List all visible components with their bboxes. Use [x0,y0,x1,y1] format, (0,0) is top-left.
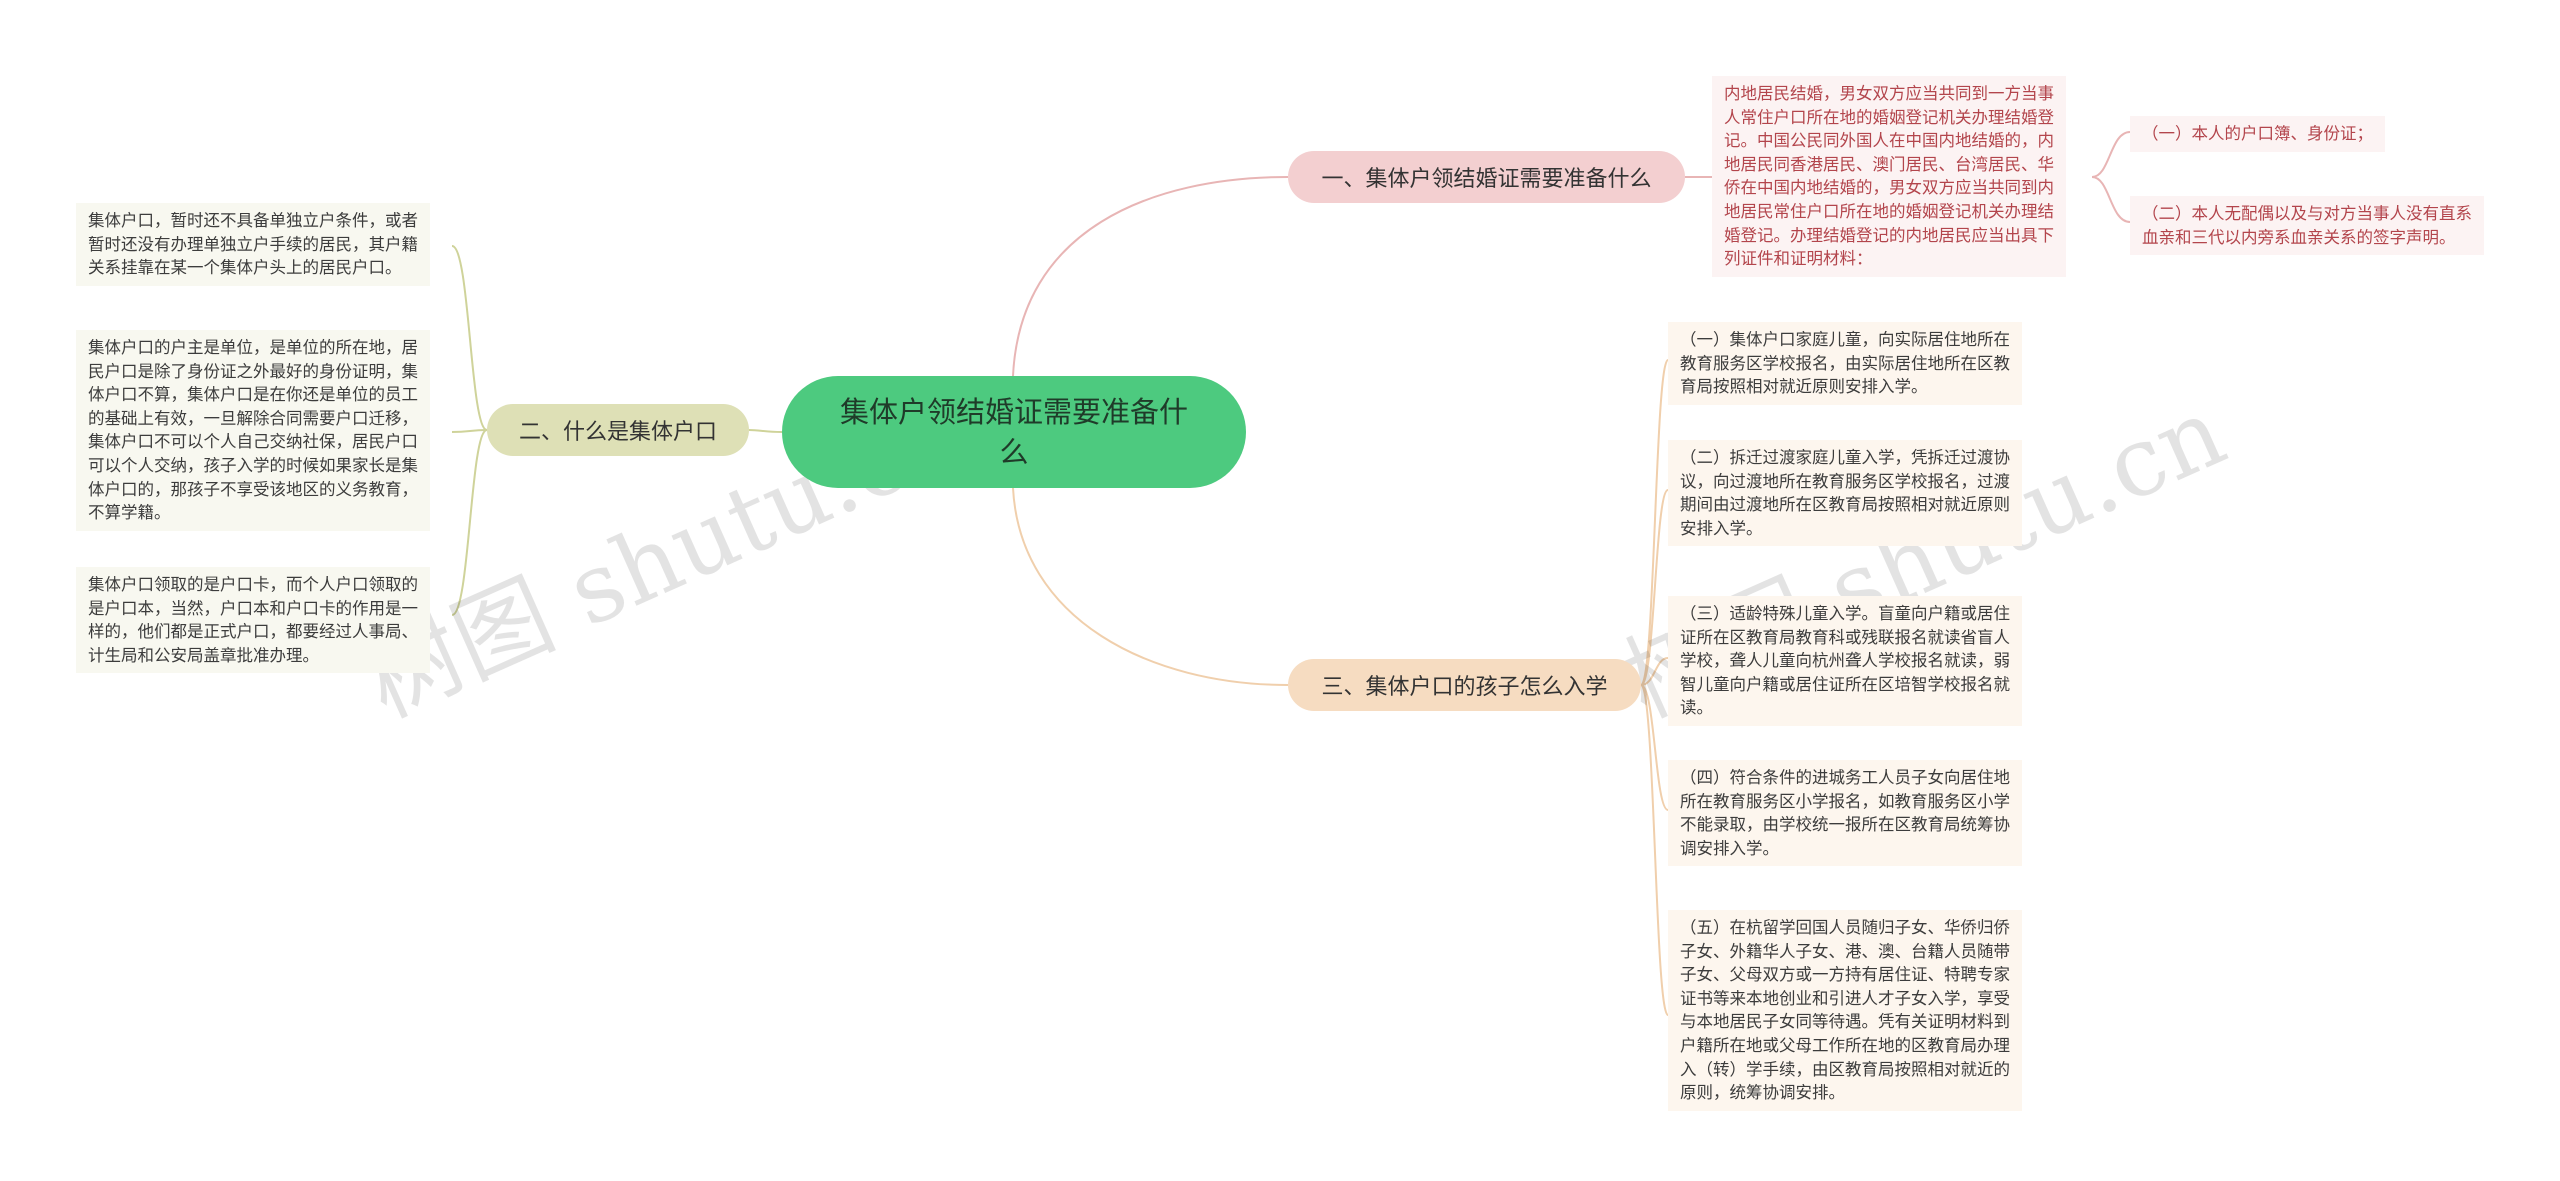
branch-node-2[interactable]: 二、什么是集体户口 [487,404,749,456]
leaf-line: 集体户口不可以个人自己交纳社保，居民户口 [88,432,418,452]
detail-line: 侨在中国内地结婚的，男女双方应当共同到内 [1724,178,2054,198]
leaf-line: 不算学籍。 [88,503,171,523]
branch2-leaf-2[interactable]: 集体户口的户主是单位，是单位的所在地，居 民户口是除了身份证之外最好的身份证明，… [76,330,430,531]
leaf-line: 户籍所在地或父母工作所在地的区教育局办理 [1680,1035,2010,1055]
detail-line: 地居民同香港居民、澳门居民、台湾居民、华 [1724,154,2054,174]
branch-node-3[interactable]: 三、集体户口的孩子怎么入学 [1288,659,1641,711]
leaf-line: （一）集体户口家庭儿童，向实际居住地所在 [1680,330,2010,349]
branch1-sub-1[interactable]: （一）本人的户口簿、身份证； [2130,116,2385,152]
leaf-line: 计生局和公安局盖章批准办理。 [88,645,319,665]
leaf-line: 智儿童向户籍或居住证所在区培智学校报名就 [1680,674,2010,694]
root-node[interactable]: 集体户领结婚证需要准备什么 [782,376,1246,488]
leaf-line: 安排入学。 [1680,518,1763,538]
leaf-line: 证书等来本地创业和引进人才子女入学，享受 [1680,988,2010,1008]
leaf-line: 集体户口，暂时还不具备单独立户条件，或者 [88,211,418,230]
branch1-detail[interactable]: 内地居民结婚，男女双方应当共同到一方当事 人常住户口所在地的婚姻登记机关办理结婚… [1712,76,2066,277]
detail-line: 内地居民结婚，男女双方应当共同到一方当事 [1724,84,2054,103]
root-label: 集体户领结婚证需要准备什么 [839,395,1188,469]
detail-line: 记。中国公民同外国人在中国内地结婚的，内 [1724,131,2054,151]
leaf-line: 暂时还没有办理单独立户手续的居民，其户籍 [88,234,418,254]
leaf-line: 是户口本，当然，户口本和户口卡的作用是一 [88,598,418,618]
branch3-leaf-4[interactable]: （四）符合条件的进城务工人员子女向居住地 所在教育服务区小学报名，如教育服务区小… [1668,760,2022,867]
leaf-line: 的基础上有效，一旦解除合同需要户口迁移， [88,408,418,428]
detail-line: 列证件和证明材料： [1724,249,1873,269]
leaf-line: 可以个人交纳，孩子入学的时候如果家长是集 [88,455,418,475]
leaf-line: （四）符合条件的进城务工人员子女向居住地 [1680,768,2010,787]
detail-line: 地居民常住户口所在地的婚姻登记机关办理结 [1724,201,2054,221]
branch2-leaf-1[interactable]: 集体户口，暂时还不具备单独立户条件，或者 暂时还没有办理单独立户手续的居民，其户… [76,203,430,286]
branch-label: 二、什么是集体户口 [518,420,717,445]
link-b3-leaves [1640,359,1669,1016]
branch1-sub-2[interactable]: （二）本人无配偶以及与对方当事人没有直系 血亲和三代以内旁系血亲关系的签字声明。 [2130,196,2484,256]
branch3-leaf-5[interactable]: （五）在杭留学回国人员随归子女、华侨归侨 子女、外籍华人子女、港、澳、台籍人员随… [1668,910,2022,1111]
leaf-line: 证所在区教育局教育科或残联报名就读省盲人 [1680,627,2010,647]
leaf-line: （三）适龄特殊儿童入学。盲童向户籍或居住 [1680,604,2010,623]
branch3-leaf-2[interactable]: （二）拆迁过渡家庭儿童入学，凭拆迁过渡协 议，向过渡地所在教育服务区学校报名，过… [1668,440,2022,547]
leaf-line: 调安排入学。 [1680,838,1779,858]
leaf-line: 学校，聋人儿童向杭州聋人学校报名就读，弱 [1680,651,2010,671]
link-root-branch2 [748,429,783,433]
branch3-leaf-1[interactable]: （一）集体户口家庭儿童，向实际居住地所在 教育服务区学校报名，由实际居住地所在区… [1668,322,2022,405]
leaf-line: 样的，他们都是正式户口，都要经过人事局、 [88,622,418,642]
branch-label: 三、集体户口的孩子怎么入学 [1321,675,1608,700]
detail-line: 婚登记。办理结婚登记的内地居民应当出具下 [1724,225,2054,245]
link-root-branch3 [1012,487,1289,686]
branch2-leaf-3[interactable]: 集体户口领取的是户口卡，而个人户口领取的 是户口本，当然，户口本和户口卡的作用是… [76,567,430,674]
leaf-line: （五）在杭留学回国人员随归子女、华侨归侨 [1680,918,2010,937]
leaf-line: 集体户口领取的是户口卡，而个人户口领取的 [88,575,418,594]
leaf-line: 所在教育服务区小学报名，如教育服务区小学 [1680,791,2010,811]
leaf-line: 不能录取，由学校统一报所在区教育局统筹协 [1680,815,2010,835]
branch3-leaf-3[interactable]: （三）适龄特殊儿童入学。盲童向户籍或居住 证所在区教育局教育科或残联报名就读省盲… [1668,596,2022,726]
sub-line: （二）本人无配偶以及与对方当事人没有直系 [2142,204,2472,223]
leaf-line: 教育服务区学校报名，由实际居住地所在区教 [1680,353,2010,373]
leaf-line: 议，向过渡地所在教育服务区学校报名，过渡 [1680,471,2010,491]
link-detail-sub [2091,131,2131,223]
leaf-line: 读。 [1680,698,1713,718]
link-b2-leaves [451,245,488,616]
branch-node-1[interactable]: 一、集体户领结婚证需要准备什么 [1288,151,1685,203]
leaf-line: （二）拆迁过渡家庭儿童入学，凭拆迁过渡协 [1680,448,2010,467]
sub-line: （一）本人的户口簿、身份证； [2142,124,2373,143]
leaf-line: 集体户口的户主是单位，是单位的所在地，居 [88,338,418,357]
leaf-line: 入（转）学手续，由区教育局按照相对就近的 [1680,1059,2010,1079]
link-root-branch1 [1012,176,1289,377]
leaf-line: 与本地居民子女同等待遇。凭有关证明材料到 [1680,1012,2010,1032]
leaf-line: 体户口的，那孩子不享受该地区的义务教育， [88,479,418,499]
leaf-line: 关系挂靠在某一个集体户头上的居民户口。 [88,258,402,278]
leaf-line: 子女、父母双方或一方持有居住证、特聘专家 [1680,965,2010,985]
sub-line: 血亲和三代以内旁系血亲关系的签字声明。 [2142,227,2456,247]
leaf-line: 育局按照相对就近原则安排入学。 [1680,377,1928,397]
leaf-line: 期间由过渡地所在区教育局按照相对就近原则 [1680,495,2010,515]
leaf-line: 民户口是除了身份证之外最好的身份证明，集 [88,361,418,381]
detail-line: 人常住户口所在地的婚姻登记机关办理结婚登 [1724,107,2054,127]
leaf-line: 原则，统筹协调安排。 [1680,1083,1845,1103]
leaf-line: 体户口不算，集体户口是在你还是单位的员工 [88,385,418,405]
leaf-line: 子女、外籍华人子女、港、澳、台籍人员随带 [1680,941,2010,961]
branch-label: 一、集体户领结婚证需要准备什么 [1321,167,1652,192]
